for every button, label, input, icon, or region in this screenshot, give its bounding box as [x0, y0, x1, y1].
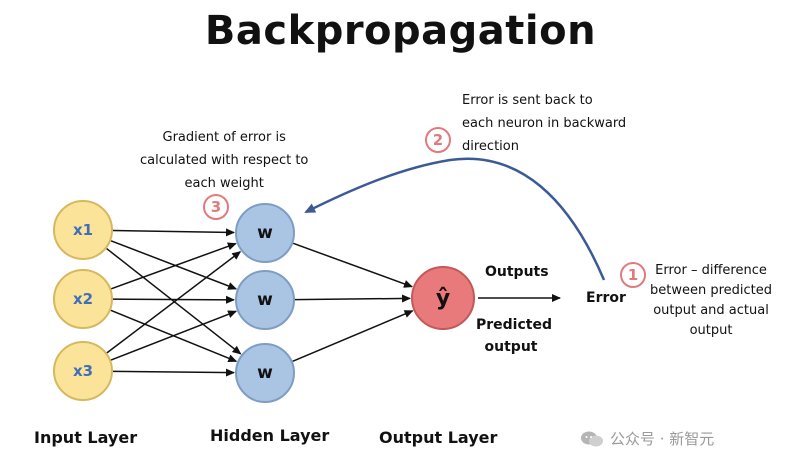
hidden-node-label: w: [257, 363, 273, 383]
backprop-arrow: [304, 157, 606, 281]
step-badge-1: 1: [620, 262, 646, 288]
step-badge-2: 2: [425, 127, 451, 153]
input-node: x3: [53, 341, 113, 401]
hidden-output-edge: [294, 294, 412, 303]
note-line: each neuron in backward: [462, 116, 627, 131]
predicted-line: Predicted: [476, 317, 552, 333]
input-layer-label: Input Layer: [34, 428, 138, 447]
hidden-node: w: [235, 270, 295, 330]
input-node-label: x2: [72, 290, 94, 308]
note-line: output: [689, 323, 733, 338]
input-node: x1: [53, 200, 113, 260]
input-hidden-edge: [112, 368, 236, 377]
output-layer-label: Output Layer: [379, 428, 498, 447]
hidden-layer-label: Hidden Layer: [210, 426, 330, 445]
hidden-node-label: w: [257, 223, 273, 243]
step-badge-3: 3: [203, 194, 229, 220]
note-line: output and actual: [653, 303, 769, 318]
wechat-icon: [581, 431, 603, 446]
note-line: Gradient of error is: [162, 130, 286, 145]
note-line: Error – difference: [655, 263, 767, 278]
input-hidden-edge: [110, 242, 237, 290]
hidden-node: w: [235, 343, 295, 403]
input-hidden-edge: [106, 247, 242, 355]
outputs-label: Outputs: [485, 264, 549, 280]
watermark-text: 公众号 · 新智元: [610, 430, 715, 448]
hidden-output-edge: [292, 310, 414, 363]
input-hidden-edge: [106, 251, 242, 354]
input-node-label: x1: [72, 221, 94, 239]
input-hidden-edge: [110, 240, 237, 290]
note-line: direction: [462, 139, 519, 154]
output-node: ŷ: [411, 266, 475, 330]
step-1-note: Error – difference between predicted out…: [650, 261, 772, 341]
input-hidden-edge: [110, 310, 238, 361]
hidden-node: w: [235, 203, 295, 263]
step-2-note: Error is sent back to each neuron in bac…: [462, 89, 626, 158]
note-line: calculated with respect to: [140, 153, 309, 168]
input-node: x2: [53, 269, 113, 329]
note-line: between predicted: [650, 283, 773, 298]
step-3-note: Gradient of error is calculated with res…: [140, 126, 308, 195]
predicted-label: Predicted output: [476, 314, 552, 358]
note-line: Error is sent back to: [462, 93, 593, 108]
page-title: Backpropagation: [204, 8, 597, 54]
hidden-node-label: w: [257, 290, 273, 310]
input-hidden-edge: [112, 295, 236, 304]
output-node-label: ŷ: [435, 285, 451, 311]
input-hidden-edge: [112, 228, 236, 237]
input-node-label: x3: [72, 362, 94, 380]
watermark: 公众号 · 新智元: [580, 428, 714, 449]
note-line: each weight: [184, 176, 264, 191]
predicted-line: output: [484, 339, 538, 355]
error-label: Error: [586, 290, 626, 306]
hidden-output-edge: [292, 242, 413, 288]
